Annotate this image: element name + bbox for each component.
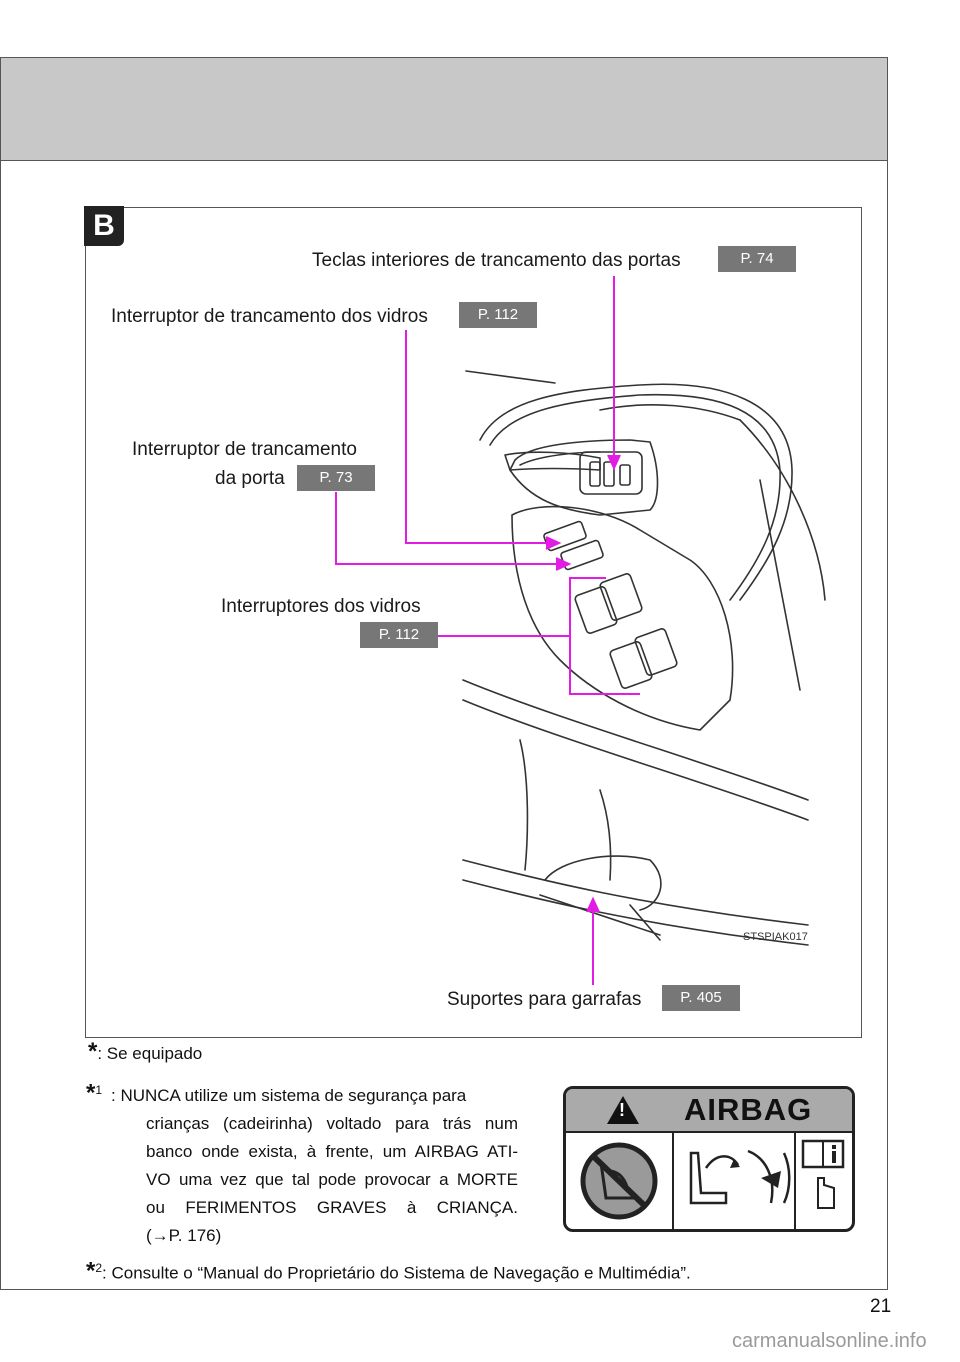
airbag-title-bar: ! AIRBAG	[566, 1089, 852, 1133]
figure-code: STSPIAK017	[743, 931, 808, 943]
equipped-note-text: : Se equipado	[97, 1044, 203, 1063]
door-lock-switch-ref[interactable]: P. 73	[297, 465, 375, 491]
header-band	[0, 57, 888, 161]
figure-box	[85, 207, 862, 1038]
asterisk-mark: *	[86, 1257, 96, 1285]
asterisk-mark: *	[88, 1038, 98, 1065]
note1-marker: *1	[86, 1076, 102, 1110]
airbag-title: AIRBAG	[684, 1092, 813, 1127]
bottle-holders-label: Suportes para garrafas	[447, 989, 642, 1010]
equipped-note: *: Se equipado	[88, 1040, 202, 1068]
window-lock-label: Interruptor de trancamento dos vidros	[111, 306, 428, 327]
note2-text: : Consulte o “Manual do Proprietário do …	[102, 1263, 691, 1283]
power-windows-label: Interruptores dos vidros	[221, 596, 421, 617]
note2: *2: Consulte o “Manual do Proprietário d…	[86, 1254, 691, 1288]
power-windows-ref[interactable]: P. 112	[360, 622, 438, 648]
note1-superscript: 1	[95, 1083, 103, 1097]
note1-line-5: (→P. 176)	[146, 1226, 222, 1245]
door-lock-switch-label-line1: Interruptor de trancamento	[132, 439, 357, 460]
bottle-holders-ref[interactable]: P. 405	[662, 985, 740, 1011]
warning-triangle-icon	[607, 1096, 639, 1124]
note1-line-1: crianças (cadeirinha) voltado para trás …	[146, 1114, 518, 1133]
watermark: carmanualsonline.info	[732, 1330, 927, 1352]
door-illustration	[462, 370, 826, 946]
note1-line-2: banco onde exista, à frente, um AIRBAG A…	[146, 1142, 518, 1161]
section-badge: B	[84, 206, 124, 246]
door-lock-switch-label-line2: da porta	[215, 468, 285, 489]
warning-exclamation: !	[619, 1100, 625, 1120]
airbag-pictograms	[580, 1133, 845, 1229]
asterisk-mark: *	[86, 1079, 96, 1107]
door-lock-keys-ref[interactable]: P. 74	[718, 246, 796, 272]
door-lock-keys-label: Teclas interiores de trancamento das por…	[312, 250, 681, 271]
note2-superscript: 2	[95, 1261, 103, 1275]
note1-line-4: ou FERIMENTOS GRAVES à CRIANÇA.	[146, 1198, 518, 1217]
note1-line-0: : NUNCA utilize um sistema de segurança …	[111, 1086, 467, 1105]
window-lock-ref[interactable]: P. 112	[459, 302, 537, 328]
page-number: 21	[870, 1296, 892, 1317]
note1-line-3: VO uma vez que tal pode provocar a MORTE	[146, 1170, 518, 1189]
airbag-warning-label: ! AIRBAG	[563, 1086, 855, 1232]
